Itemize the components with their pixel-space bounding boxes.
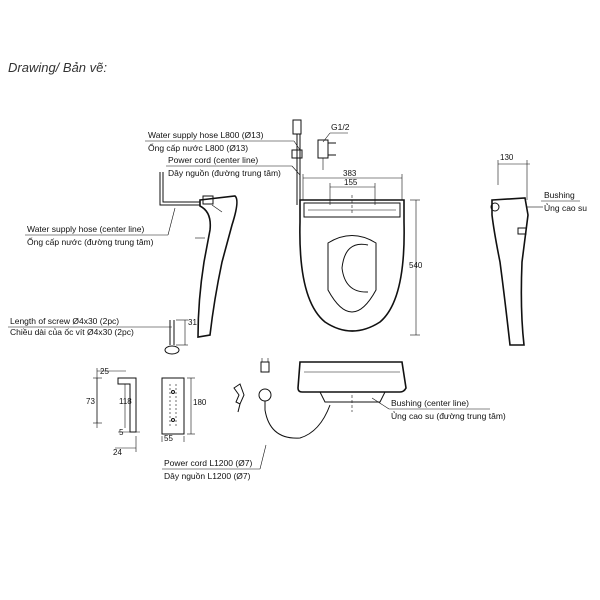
power-cord-l1200-label-vi: Dây nguồn L1200 (Ø7)	[164, 471, 251, 481]
dim-155: 155	[344, 178, 358, 187]
drawing-heading: Drawing/ Bản vẽ:	[8, 60, 107, 75]
power-cord-center-label-vi: Dây nguồn (đường trung tâm)	[168, 168, 281, 178]
dim-118: 118	[119, 397, 132, 406]
hose-center-label-vi: Ống cấp nước (đường trung tâm)	[27, 236, 154, 247]
power-cord-center-label: Power cord (center line)	[168, 155, 258, 165]
mounting-plate	[93, 368, 195, 452]
dim-130: 130	[500, 153, 514, 162]
front-view-seat	[297, 361, 407, 412]
screw-drawing	[164, 319, 188, 355]
dim-5: 5	[119, 428, 124, 437]
dim-24: 24	[113, 448, 122, 457]
top-view-seat	[291, 119, 420, 336]
dim-383: 383	[343, 169, 357, 178]
bushing-center-label-vi: Ủng cao su (đường trung tâm)	[391, 410, 506, 421]
dim-180: 180	[193, 398, 207, 407]
dim-25: 25	[100, 367, 109, 376]
bushing-center-label: Bushing (center line)	[391, 398, 469, 408]
screw-label-vi: Chiều dài của ốc vít Ø4x30 (2pc)	[10, 327, 134, 337]
left-side-view	[159, 172, 238, 338]
hose-l800-label-vi: Ống cấp nước L800 (Ø13)	[148, 142, 248, 153]
hose-center-label: Water supply hose (center line)	[27, 224, 144, 234]
bushing-label-vi: Ủng cao su	[544, 202, 587, 213]
screw-label: Length of screw Ø4x30 (2pc)	[10, 316, 119, 326]
hose-l800-label: Water supply hose L800 (Ø13)	[148, 130, 264, 140]
power-cord-plug	[233, 358, 331, 439]
dim-540: 540	[409, 261, 423, 270]
bushing-label: Bushing	[544, 190, 575, 200]
right-side-view	[490, 160, 543, 346]
dim-73: 73	[86, 397, 95, 406]
thread-label: G1/2	[331, 122, 350, 132]
dim-55: 55	[164, 434, 173, 443]
power-cord-l1200-label: Power cord L1200 (Ø7)	[164, 458, 253, 468]
screw-dim-31: 31	[188, 318, 197, 327]
